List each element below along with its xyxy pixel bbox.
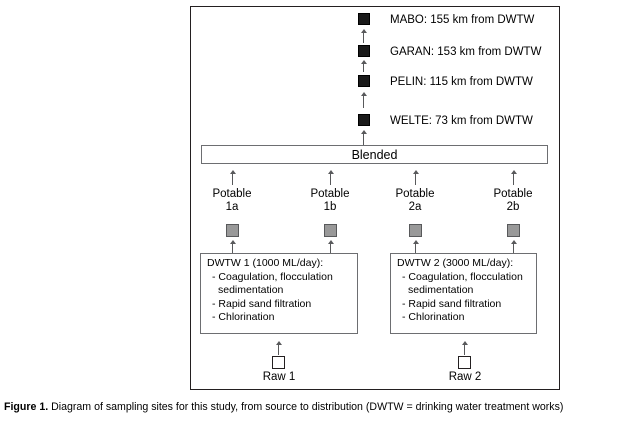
potable-point-2a: Potable 2a	[375, 188, 455, 214]
distribution-label-garan: GARAN: 153 km from DWTW	[390, 46, 542, 58]
distribution-label-welte: WELTE: 73 km from DWTW	[390, 115, 533, 127]
figure-caption-label: Figure 1.	[4, 401, 49, 413]
arrow-dwtw1-to-potable-1a	[228, 240, 237, 253]
dwtw2-step-2: - Rapid sand filtration	[402, 297, 502, 310]
raw-marker-2	[458, 356, 471, 369]
distribution-label-mabo: MABO: 155 km from DWTW	[390, 14, 535, 26]
dwtw2-step-1-cont: sedimentation	[408, 284, 474, 296]
distribution-marker-mabo	[358, 13, 370, 25]
treatment-works-box-2: DWTW 2 (3000 ML/day): - Coagulation, flo…	[390, 253, 537, 334]
distribution-marker-garan	[358, 45, 370, 57]
dwtw1-step-3: - Chlorination	[212, 311, 275, 323]
arrow-dwtw1-to-potable-1b	[326, 240, 335, 253]
arrow-blended-to-welte	[359, 130, 368, 145]
distribution-marker-pelin	[358, 75, 370, 87]
arrow-dwtw2-to-potable-2b	[509, 240, 518, 253]
potable-marker-2b	[507, 224, 520, 237]
dwtw2-step-3: - Chlorination	[402, 311, 465, 323]
arrow-potable-1a-to-blended	[228, 170, 237, 185]
potable-id-2a: 2a	[408, 201, 422, 213]
raw-label-2: Raw 2	[448, 371, 482, 383]
potable-id-2b: 2b	[506, 201, 520, 213]
arrow-welte-to-pelin	[359, 92, 368, 108]
potable-word-2a: Potable	[395, 188, 435, 200]
dwtw2-title: DWTW 2 (3000 ML/day):	[397, 257, 514, 269]
arrow-pelin-to-garan	[359, 60, 368, 72]
potable-word-1a: Potable	[212, 188, 252, 200]
raw-marker-1	[272, 356, 285, 369]
potable-word-2b: Potable	[493, 188, 533, 200]
distribution-marker-welte	[358, 114, 370, 126]
distribution-label-pelin: PELIN: 115 km from DWTW	[390, 76, 533, 88]
dwtw2-step-1: - Coagulation, flocculation	[402, 270, 523, 283]
arrow-garan-to-mabo	[359, 29, 368, 43]
dwtw1-step-2: - Rapid sand filtration	[212, 297, 312, 310]
treatment-works-box-1: DWTW 1 (1000 ML/day): - Coagulation, flo…	[200, 253, 358, 334]
dwtw1-title: DWTW 1 (1000 ML/day):	[207, 257, 324, 269]
arrow-potable-2a-to-blended	[411, 170, 420, 185]
potable-point-1b: Potable 1b	[290, 188, 370, 214]
dwtw1-step-1-cont: sedimentation	[218, 284, 284, 296]
blended-bar: Blended	[201, 145, 548, 164]
potable-point-1a: Potable 1a	[192, 188, 272, 214]
raw-label-1: Raw 1	[262, 371, 296, 383]
dwtw1-step-1: - Coagulation, flocculation	[212, 270, 333, 283]
potable-word-1b: Potable	[310, 188, 350, 200]
arrow-raw1-to-dwtw1	[274, 341, 283, 355]
potable-id-1b: 1b	[323, 201, 337, 213]
figure-caption-text: Diagram of sampling sites for this study…	[48, 401, 564, 413]
arrow-potable-2b-to-blended	[509, 170, 518, 185]
potable-marker-2a	[409, 224, 422, 237]
potable-id-1a: 1a	[225, 201, 239, 213]
potable-marker-1a	[226, 224, 239, 237]
arrow-raw2-to-dwtw2	[460, 341, 469, 355]
arrow-dwtw2-to-potable-2a	[411, 240, 420, 253]
arrow-potable-1b-to-blended	[326, 170, 335, 185]
figure-caption: Figure 1. Diagram of sampling sites for …	[4, 401, 630, 414]
potable-point-2b: Potable 2b	[473, 188, 553, 214]
potable-marker-1b	[324, 224, 337, 237]
blended-label: Blended	[351, 147, 398, 162]
